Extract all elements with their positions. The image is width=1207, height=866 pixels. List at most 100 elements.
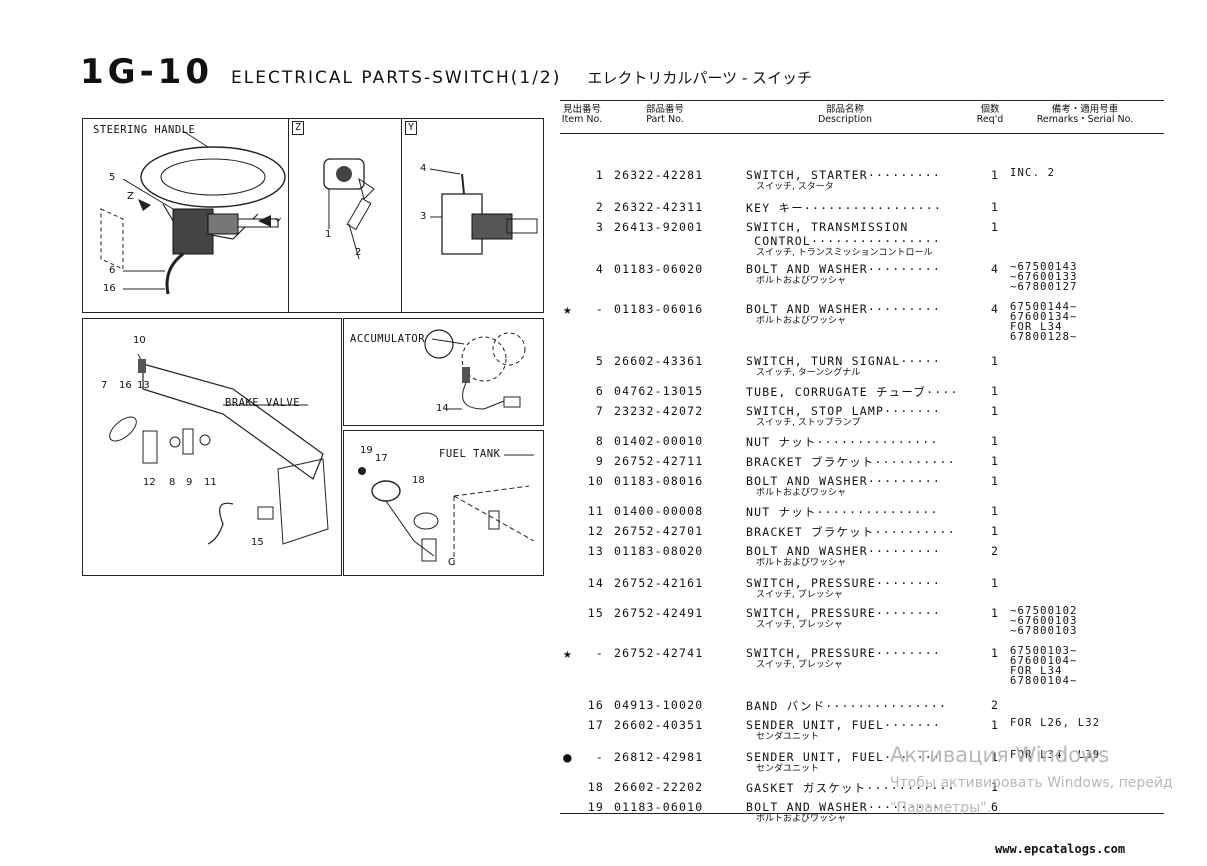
item-number: 2 (595, 200, 604, 214)
quantity: 1 (990, 718, 1000, 732)
fuel-tank-diagram: FUEL TANK 19 17 18 C (343, 430, 544, 576)
remarks: INC. 2 (1010, 167, 1056, 179)
description-jp: スイッチ, スタータ (756, 182, 834, 192)
description: BRACKET ブラケット·········· (746, 454, 956, 470)
fuel-sender-drawing (358, 454, 535, 566)
part-number: 01402-00010 (614, 434, 704, 448)
part-number: 26322-42281 (614, 168, 704, 182)
callout-12: 12 (143, 477, 156, 488)
row-mark: ★ (563, 302, 573, 318)
description-en: BOLT AND WASHER········· (746, 302, 941, 316)
description-jp: センダユニット (756, 732, 820, 742)
callout-9: 9 (186, 477, 193, 488)
description-en: SWITCH, STOP LAMP······· (746, 404, 941, 418)
description-jp: センダユニット (756, 764, 820, 774)
description: SWITCH, PRESSURE········スイッチ, プレッシャ (746, 646, 941, 670)
quantity: 1 (990, 524, 1000, 538)
description-jp: ボルトおよびワッシャ (756, 814, 847, 824)
description-en: SWITCH, PRESSURE········ (746, 646, 941, 660)
description-en: GASKET ガスケット··········· (746, 781, 956, 795)
item-number: 3 (595, 220, 604, 234)
callout-7: 7 (101, 380, 108, 391)
callout-1: 1 (325, 229, 332, 240)
part-number: 26322-42311 (614, 200, 704, 214)
y-view-tag: Y (405, 121, 418, 135)
description-en: SWITCH, PRESSURE········ (746, 576, 941, 590)
watermark-title: Активация Windows (890, 743, 1110, 767)
transmission-switch-drawing (429, 168, 538, 255)
col-remarks: 備考・適用号車 Remarks・Serial No. (1036, 104, 1134, 125)
quantity: 1 (990, 750, 1000, 764)
callout-2: 2 (355, 247, 362, 258)
description: TUBE, CORRUGATE チューブ···· (746, 384, 959, 400)
description: BOLT AND WASHER·········ボルトおよびワッシャ (746, 262, 941, 286)
accumulator-drawing (424, 329, 526, 410)
description: NUT ナット··············· (746, 504, 938, 520)
watermark-line-2: "Параметры". (890, 800, 992, 816)
quantity: 1 (990, 474, 1000, 488)
brake-valve-label: BRAKE VALVE (225, 397, 301, 409)
part-number: 01183-06020 (614, 262, 704, 276)
description-en: SENDER UNIT, FUEL······· (746, 718, 941, 732)
part-number: 26752-42711 (614, 454, 704, 468)
item-number: 1 (595, 168, 604, 182)
description: BOLT AND WASHER·········ボルトおよびワッシャ (746, 800, 941, 824)
quantity: 1 (990, 504, 1000, 518)
remarks: ~67500143 ~67600133 ~67800127 (1010, 261, 1078, 293)
quantity: 1 (990, 434, 1000, 448)
part-number: 26602-40351 (614, 718, 704, 732)
z-view-diagram: Z 1 2 (288, 118, 403, 313)
steering-drawing (100, 130, 286, 295)
col-desc: 部品名称 Description (817, 104, 873, 125)
description: SENDER UNIT, FUEL·······センダユニット (746, 750, 941, 774)
description: SWITCH, TRANSMISSION CONTROL············… (746, 220, 941, 258)
description-en: SENDER UNIT, FUEL······· (746, 750, 941, 764)
description-jp: スイッチ, トランスミッションコントロール (756, 248, 933, 258)
description-jp: ボルトおよびワッシャ (756, 488, 847, 498)
item-number: 7 (595, 404, 604, 418)
col-part: 部品番号 Part No. (645, 104, 684, 125)
quantity: 6 (990, 800, 1000, 814)
quantity: 1 (990, 780, 1000, 794)
description: BAND バンド··············· (746, 698, 947, 714)
quantity: 1 (990, 454, 1000, 468)
brake-valve-diagram: BRAKE VALVE 10 7 16 13 12 8 9 11 15 (82, 318, 342, 576)
quantity: 1 (990, 606, 1000, 620)
parts-table: 見出番号 Item No. 部品番号 Part No. 部品名称 Descrip… (560, 100, 1164, 824)
description-jp: ボルトおよびワッシャ (756, 276, 847, 286)
item-number: 11 (587, 504, 604, 518)
item-number: 14 (587, 576, 604, 590)
item-number: 9 (595, 454, 604, 468)
quantity: 2 (990, 698, 1000, 712)
description: BOLT AND WASHER·········ボルトおよびワッシャ (746, 474, 941, 498)
quantity: 1 (990, 576, 1000, 590)
part-number: 26602-43361 (614, 354, 704, 368)
part-number: 01183-08020 (614, 544, 704, 558)
description-jp: スイッチ, ターンシグナル (756, 368, 861, 378)
item-number: 4 (595, 262, 604, 276)
callout-c: C (448, 557, 455, 568)
item-number: - (595, 646, 604, 660)
callout-z: Z (127, 191, 134, 202)
description-jp: スイッチ, プレッシャ (756, 620, 843, 630)
callout-18: 18 (412, 475, 425, 486)
remarks: ~67500102 ~67600103 ~67800103 (1010, 605, 1078, 637)
item-number: 10 (587, 474, 604, 488)
callout-10: 10 (133, 335, 146, 346)
callout-15: 15 (251, 537, 264, 548)
steering-diagram: STEERING HANDLE 5 Z Y 6 16 (82, 118, 290, 313)
remarks: 67500103~ 67600104~ FOR L34 67800104~ (1010, 645, 1078, 687)
fuel-tank-label: FUEL TANK (439, 448, 501, 460)
quantity: 1 (990, 384, 1000, 398)
description-en: BOLT AND WASHER········· (746, 800, 941, 814)
callout-17: 17 (375, 453, 388, 464)
part-number: 26752-42491 (614, 606, 704, 620)
callout-16-brake: 16 (119, 380, 132, 391)
quantity: 4 (990, 262, 1000, 276)
col-item: 見出番号 Item No. (561, 104, 603, 125)
callout-8: 8 (169, 477, 176, 488)
part-number: 23232-42072 (614, 404, 704, 418)
item-number: 18 (587, 780, 604, 794)
item-number: 6 (595, 384, 604, 398)
